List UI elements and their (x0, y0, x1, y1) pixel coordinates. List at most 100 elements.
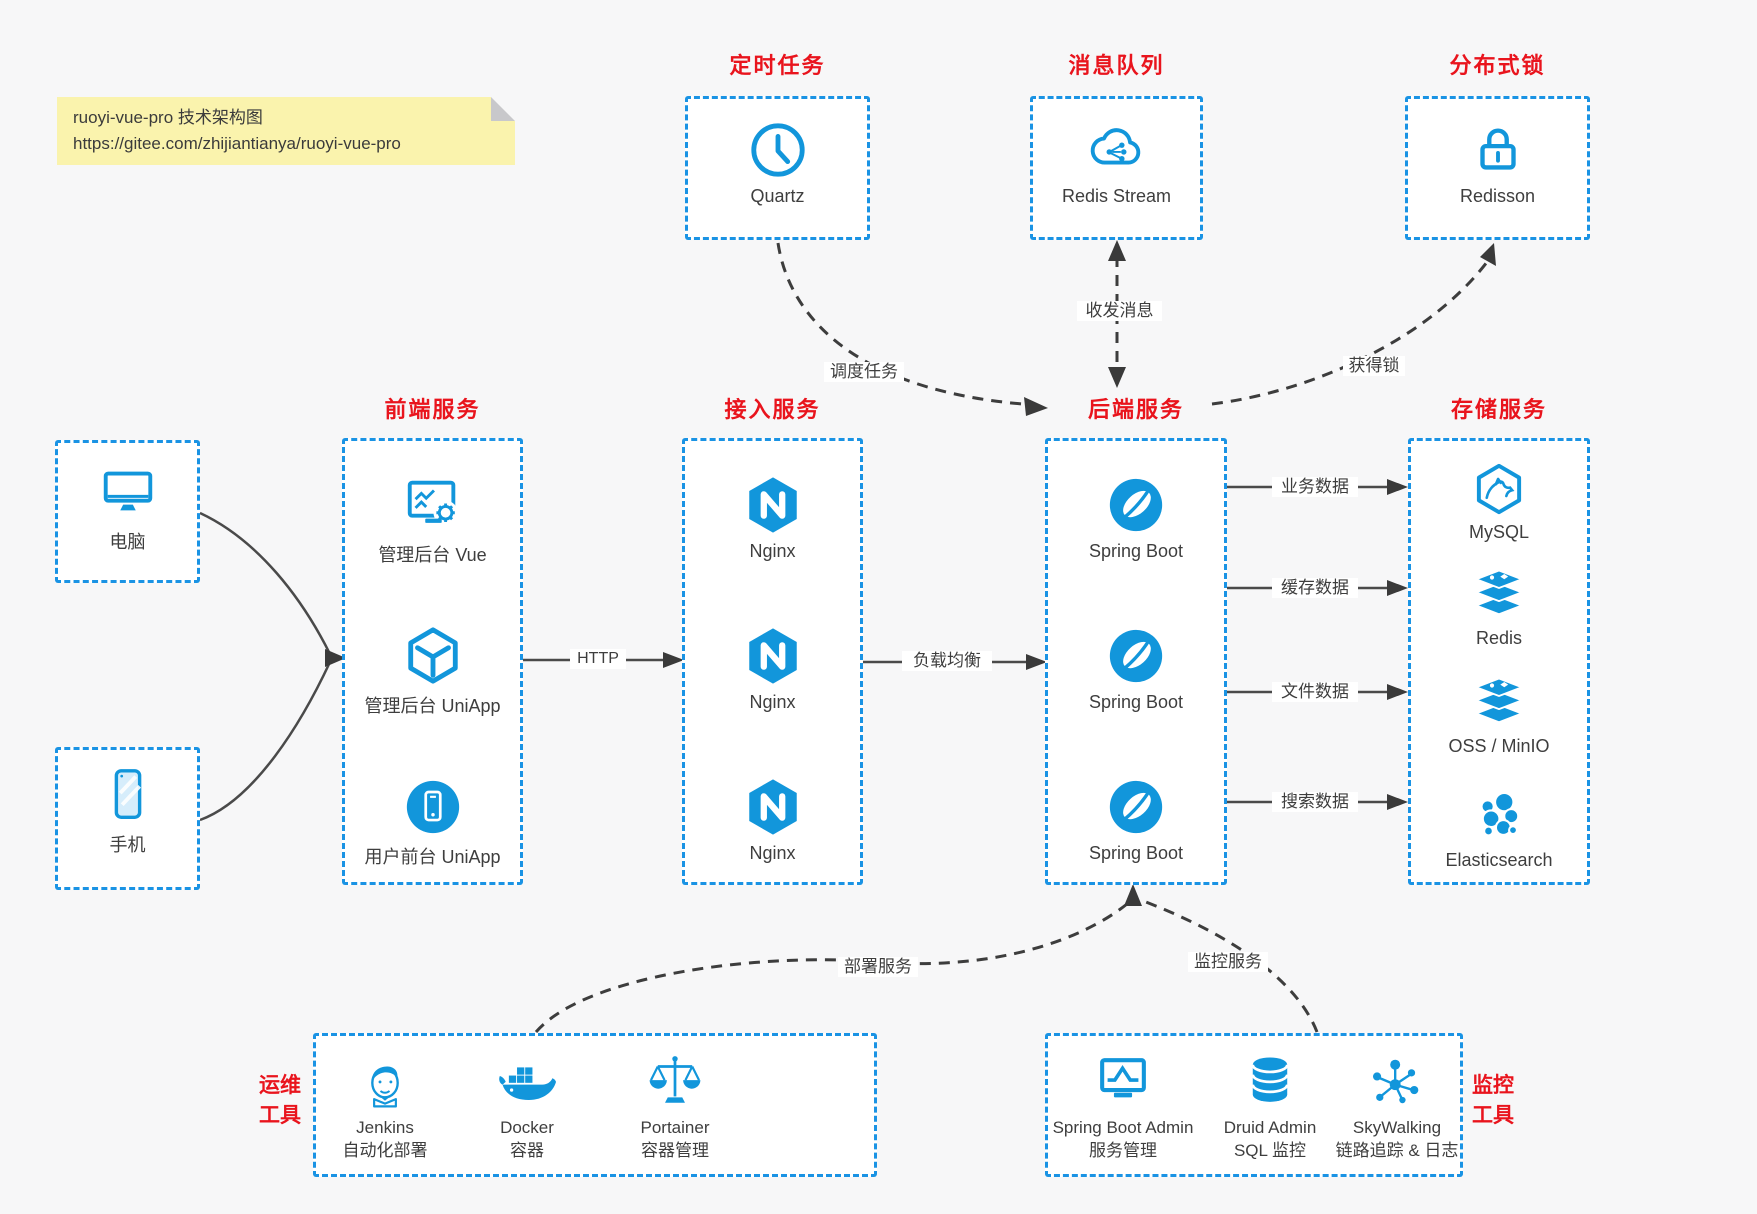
jenkins-icon (356, 1052, 414, 1110)
edge-label-cache-data: 缓存数据 (1272, 578, 1358, 598)
elasticsearch-icon (1471, 789, 1527, 845)
distributed-lock-box: Redisson (1405, 96, 1590, 240)
admin-uniapp-item: 管理后台 UniApp (345, 625, 520, 718)
docker-label: Docker (500, 1118, 554, 1137)
portainer-item: Portainer 容器管理 (600, 1052, 750, 1162)
edge-label-business-data: 业务数据 (1272, 477, 1358, 497)
monitor-tools-side-label: 监控工具 (1472, 1074, 1514, 1127)
nginx-label-2: Nginx (749, 692, 796, 712)
spring-boot-admin-icon (1094, 1052, 1152, 1110)
portainer-sublabel: 容器管理 (641, 1141, 709, 1160)
redis-label: Redis (1475, 628, 1523, 648)
redisson-item: Redisson (1408, 119, 1587, 207)
nginx-item-2: Nginx (685, 625, 860, 713)
mobile-app-icon (402, 776, 464, 838)
admin-vue-item: 管理后台 Vue (345, 474, 520, 567)
client-phone-box: 手机 (55, 747, 200, 890)
sticky-note: ruoyi-vue-pro 技术架构图 https://gitee.com/zh… (57, 97, 515, 165)
edge-label-schedule: 调度任务 (824, 362, 904, 382)
cube-icon (402, 625, 464, 687)
portainer-label: Portainer (640, 1118, 710, 1137)
admin-uniapp-label: 管理后台 UniApp (364, 696, 501, 716)
spring-boot-icon (1105, 776, 1167, 838)
druid-sublabel: SQL 监控 (1233, 1141, 1307, 1160)
skywalking-item: SkyWalking 链路追踪 & 日志 (1322, 1052, 1472, 1162)
edge-label-deploy: 部署服务 (838, 957, 918, 977)
frontend-services-box: 管理后台 Vue 管理后台 UniApp 用户前台 UniApp (342, 438, 523, 885)
spring-boot-item-3: Spring Boot (1048, 776, 1224, 864)
spring-boot-label-3: Spring Boot (1088, 843, 1184, 863)
clock-icon (747, 119, 809, 181)
edge-label-lock: 获得锁 (1343, 356, 1405, 376)
ops-tools-box (313, 1033, 877, 1177)
clients-to-frontend-arrow (199, 511, 346, 822)
skywalking-label: SkyWalking (1352, 1118, 1442, 1137)
nginx-item-1: Nginx (685, 474, 860, 562)
user-uniapp-item: 用户前台 UniApp (345, 776, 520, 869)
druid-icon (1241, 1052, 1299, 1110)
docker-sublabel: 容器 (510, 1141, 544, 1160)
section-title-message-queue: 消息队列 (1068, 53, 1165, 78)
docker-icon (498, 1052, 556, 1110)
edge-label-http: HTTP (570, 649, 626, 669)
nginx-item-3: Nginx (685, 776, 860, 864)
spring-boot-admin-sublabel: 服务管理 (1089, 1141, 1157, 1160)
cloud-stream-icon (1086, 119, 1148, 181)
nginx-label-1: Nginx (749, 541, 796, 561)
redis-stream-item: Redis Stream (1033, 119, 1200, 207)
docker-item: Docker 容器 (452, 1052, 602, 1162)
note-fold-corner (491, 97, 515, 121)
client-pc-box: 电脑 (55, 440, 200, 583)
spring-boot-icon (1105, 625, 1167, 687)
acquire-lock-arrow (1211, 243, 1496, 406)
spring-boot-item-1: Spring Boot (1048, 474, 1224, 562)
elasticsearch-item: Elasticsearch (1411, 789, 1587, 871)
section-title-backend: 后端服务 (1087, 397, 1184, 422)
portainer-icon (646, 1052, 704, 1110)
edge-label-message: 收发消息 (1077, 301, 1162, 321)
storage-services-box: MySQL Redis OSS / MinIO Elasticsearch (1408, 438, 1590, 885)
nginx-icon (742, 776, 804, 838)
redis-icon (1471, 675, 1527, 731)
skywalking-sublabel: 链路追踪 & 日志 (1335, 1141, 1459, 1160)
mysql-icon (1471, 461, 1527, 517)
schedule-task-arrow (776, 242, 1048, 416)
phone-item: 手机 (58, 764, 197, 857)
redis-item: Redis (1411, 567, 1587, 649)
jenkins-label: Jenkins (356, 1118, 414, 1137)
edge-label-monitor: 监控服务 (1188, 952, 1268, 972)
spring-boot-icon (1105, 474, 1167, 536)
spring-boot-label-1: Spring Boot (1088, 541, 1184, 561)
pc-item: 电脑 (58, 461, 197, 554)
elasticsearch-label: Elasticsearch (1445, 850, 1553, 870)
mysql-label: MySQL (1468, 522, 1529, 542)
section-title-storage: 存储服务 (1450, 397, 1547, 422)
quartz-label: Quartz (750, 186, 805, 206)
oss-minio-item: OSS / MinIO (1411, 675, 1587, 757)
nginx-icon (742, 625, 804, 687)
pc-label: 电脑 (109, 532, 146, 552)
note-url: https://gitee.com/zhijiantianya/ruoyi-vu… (73, 134, 401, 153)
note-title: ruoyi-vue-pro 技术架构图 (73, 108, 263, 127)
nginx-icon (742, 474, 804, 536)
admin-vue-icon (402, 474, 464, 536)
redis-stream-label: Redis Stream (1061, 186, 1172, 206)
section-title-gateway: 接入服务 (724, 397, 821, 422)
message-queue-box: Redis Stream (1030, 96, 1203, 240)
skywalking-icon (1368, 1052, 1426, 1110)
druid-item: Druid Admin SQL 监控 (1195, 1052, 1345, 1162)
quartz-item: Quartz (688, 119, 867, 207)
jenkins-item: Jenkins 自动化部署 (310, 1052, 460, 1162)
user-uniapp-label: 用户前台 UniApp (364, 847, 501, 867)
smartphone-icon (97, 764, 159, 826)
gateway-services-box: Nginx Nginx Nginx (682, 438, 863, 885)
phone-label: 手机 (109, 835, 146, 855)
scheduled-task-box: Quartz (685, 96, 870, 240)
monitor-tools-box (1045, 1033, 1463, 1177)
desktop-icon (97, 461, 159, 523)
edge-label-file-data: 文件数据 (1272, 682, 1358, 702)
lock-icon (1467, 119, 1529, 181)
spring-boot-admin-item: Spring Boot Admin 服务管理 (1048, 1052, 1198, 1162)
mysql-item: MySQL (1411, 461, 1587, 543)
